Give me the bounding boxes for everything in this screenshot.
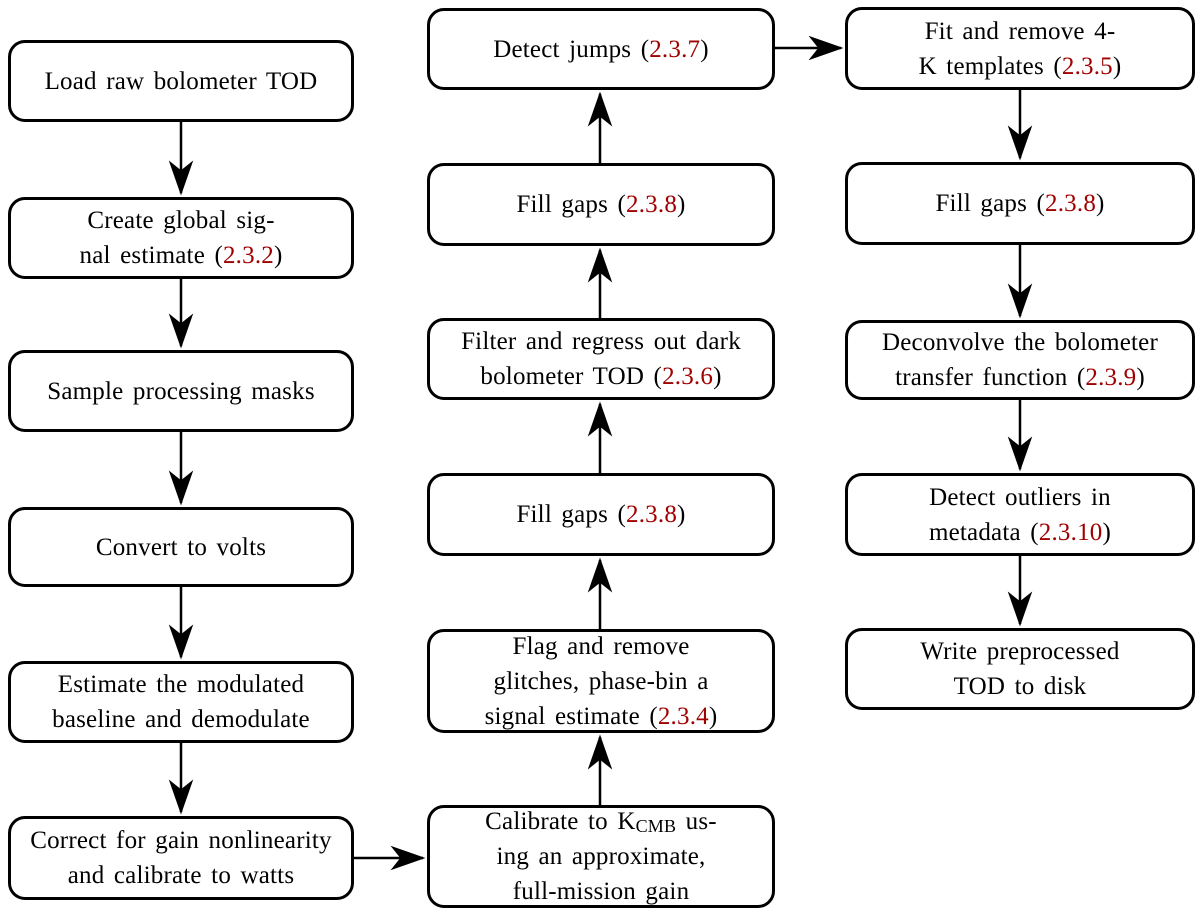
node-convert-to-volts: Convert to volts xyxy=(8,507,354,587)
node-load-raw-bolometer-tod: Load raw bolometer TOD xyxy=(8,40,354,122)
node-fill-gaps-mid-lower: Fill gaps (2.3.8) xyxy=(427,473,775,556)
node-detect-jumps: Detect jumps (2.3.7) xyxy=(427,8,775,90)
node-fill-gaps-right: Fill gaps (2.3.8) xyxy=(845,162,1195,245)
node-fit-remove-4k-templates: Fit and remove 4-K templates (2.3.5) xyxy=(845,7,1195,90)
node-sample-processing-masks: Sample processing masks xyxy=(8,350,354,432)
node-create-global-signal-estimate: Create global sig-nal estimate (2.3.2) xyxy=(8,197,354,279)
node-fill-gaps-mid-upper: Fill gaps (2.3.8) xyxy=(427,163,775,246)
node-calibrate-to-kcmb: Calibrate to KCMB us-ing an approximate,… xyxy=(427,805,775,908)
